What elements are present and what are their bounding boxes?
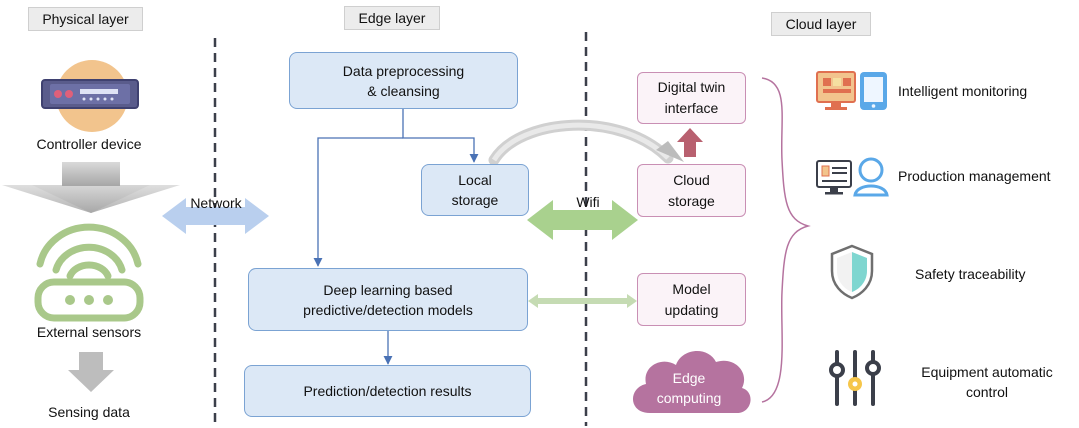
cloud-storage-box: Cloud storage (637, 164, 746, 217)
model-updating-box: Model updating (637, 273, 746, 326)
sensing-data-label: Sensing data (48, 404, 130, 420)
deep-learning-models-box: Deep learning based predictive/detection… (248, 268, 528, 331)
edge-computing-cloud (632, 351, 751, 414)
app-label-equipment: Equipment automatic control (921, 364, 1053, 400)
router-sensor-icon (30, 222, 148, 322)
physical-layer-tag: Physical layer (28, 7, 143, 31)
app-label-production: Production management (898, 168, 1051, 184)
wifi-label: Wifi (576, 194, 600, 210)
app-label-safety: Safety traceability (915, 266, 1026, 282)
curved-sync-arrow (488, 119, 674, 166)
local-storage-box: Local storage (421, 164, 529, 216)
connector-preprocess-local (402, 108, 479, 163)
model-update-arrow (528, 294, 637, 308)
sliders-icon (827, 350, 883, 406)
controller-device-icon (40, 60, 140, 132)
connector-preprocess-deeplearning (313, 137, 403, 267)
digital-twin-interface-box: Digital twin interface (637, 72, 746, 124)
edge-layer-tag: Edge layer (344, 6, 440, 30)
controller-device-label: Controller device (36, 136, 142, 152)
monitoring-icon (815, 70, 890, 112)
external-sensors-label: External sensors (36, 324, 142, 340)
edge-computing-label: Edge computing (656, 370, 722, 406)
shield-icon (828, 243, 876, 301)
cloud-brace (761, 77, 811, 403)
production-management-icon (815, 155, 890, 197)
network-label: Network (190, 195, 242, 211)
up-arrow-cloud-twin (677, 128, 703, 157)
data-preprocessing-box: Data preprocessing & cleansing (289, 52, 518, 109)
wifi-arrow (527, 200, 638, 240)
network-arrow (162, 198, 269, 234)
cloud-layer-tag: Cloud layer (771, 12, 871, 36)
down-arrow-sensors (68, 352, 114, 392)
prediction-results-box: Prediction/detection results (244, 365, 531, 417)
app-label-monitoring: Intelligent monitoring (898, 83, 1028, 99)
